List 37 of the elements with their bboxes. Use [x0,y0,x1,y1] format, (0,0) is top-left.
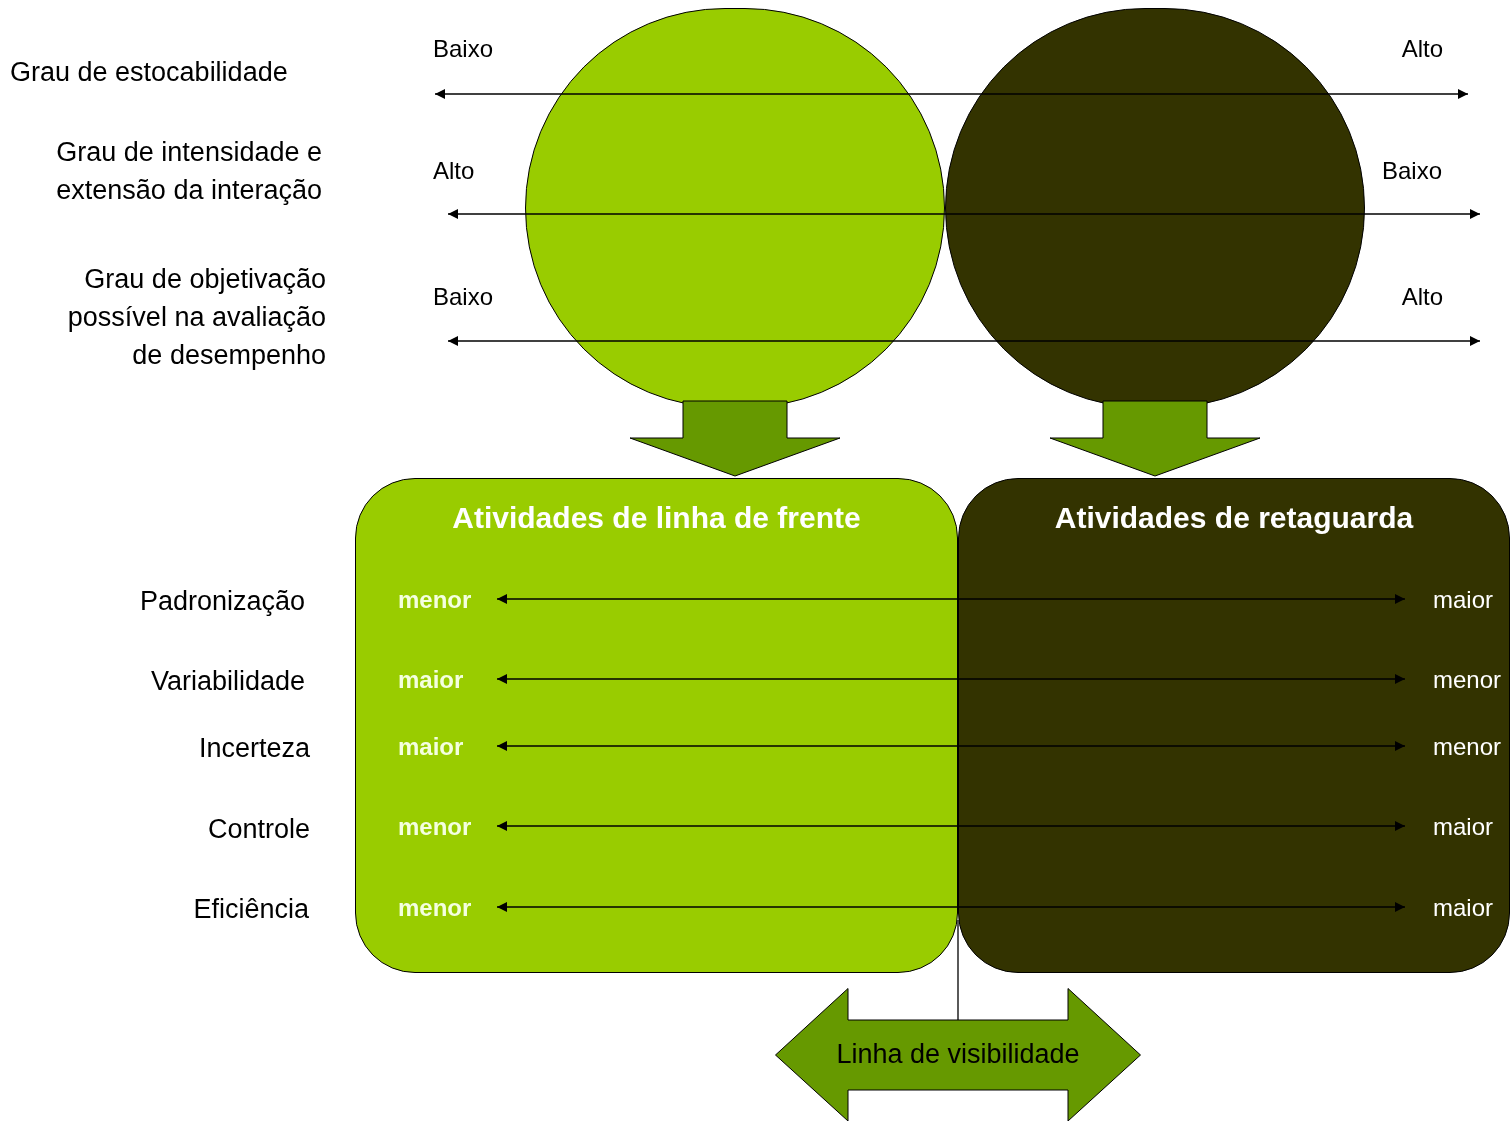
double-arrow [496,594,1406,604]
scale-end-label: menor [398,812,472,842]
row-label: Grau de objetivação possível na avaliação de desempenho [66,263,326,372]
shape-label: Linha de visibilidade [836,1038,1080,1072]
double-arrow [496,674,1406,684]
row-label: Grau de estocabilidade [10,56,289,89]
scale-end-label: menor [1433,732,1502,762]
double-arrow [496,741,1406,751]
row-label: Controle [206,813,310,846]
scale-end-label: menor [1433,665,1502,695]
leader-line [957,919,959,1021]
row-label: Eficiência [192,893,309,926]
block-arrow [629,400,841,477]
activity-panel [958,478,1510,973]
scale-end-label: maior [398,665,464,695]
scale-end-label: Alto [433,156,476,186]
scale-end-label: maior [398,732,464,762]
scale-end-label: maior [1433,585,1493,615]
scale-end-label: Baixo [433,282,495,312]
scale-end-label: menor [398,893,472,923]
scale-end-label: Baixo [433,34,495,64]
row-label: Incerteza [197,732,310,765]
double-arrow [496,821,1406,831]
scale-end-label: menor [398,585,472,615]
scale-end-label: maior [1433,812,1493,842]
activity-panel [355,478,958,973]
double-arrow [496,902,1406,912]
row-label: Grau de intensidade e extensão da interação [55,136,322,207]
scale-end-label: maior [1433,893,1493,923]
scale-end-label: Alto [1400,282,1443,312]
scale-end-label: Baixo [1380,156,1442,186]
panel-title: Atividades de linha de frente [452,500,861,536]
row-label: Variabilidade [149,665,305,698]
row-label: Padronização [138,585,305,618]
block-arrow [1049,400,1261,477]
panel-title: Atividades de retaguarda [1054,500,1414,536]
scale-end-label: Alto [1400,34,1443,64]
